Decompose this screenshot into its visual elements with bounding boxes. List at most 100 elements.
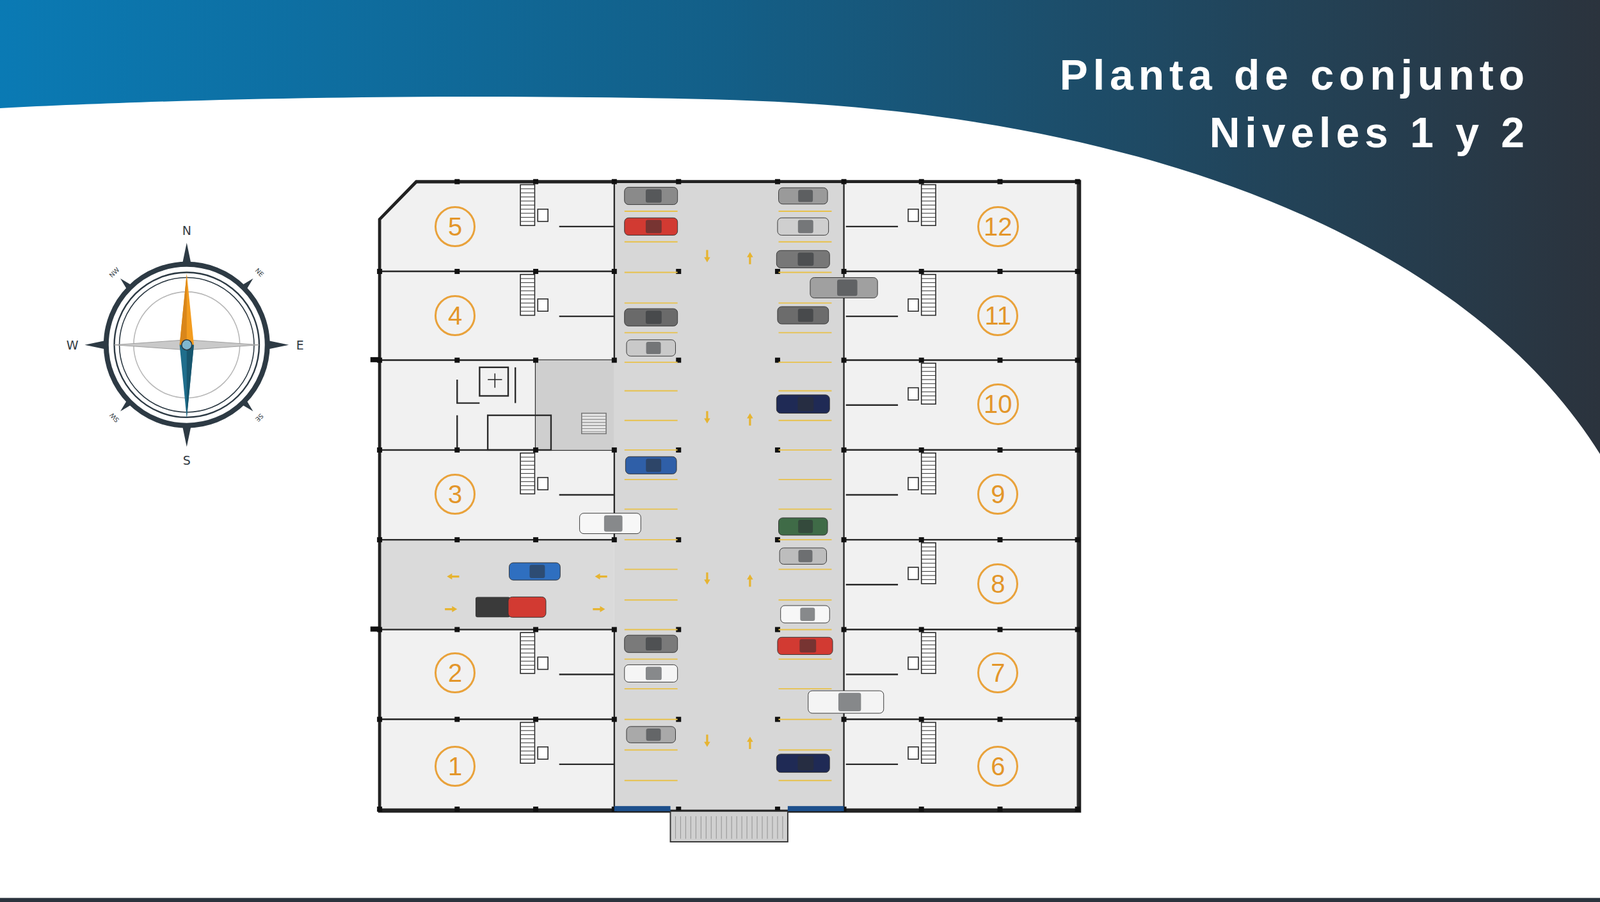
fixture	[487, 378, 502, 381]
stair-step	[761, 816, 763, 839]
stair-step	[921, 567, 936, 568]
traffic-arrow	[444, 606, 457, 613]
unit-number-circle: 11	[977, 295, 1019, 336]
car-window	[645, 636, 662, 651]
stair-step	[705, 816, 707, 839]
column	[376, 268, 383, 274]
stair-step	[520, 472, 535, 474]
stair-step	[520, 311, 535, 312]
stair-step	[520, 298, 535, 299]
parking-line	[778, 508, 832, 510]
stair-step	[520, 306, 535, 308]
stair-step	[520, 204, 535, 206]
stair-step	[921, 754, 936, 756]
car-window	[838, 692, 861, 712]
parking-line	[624, 419, 678, 422]
unit-number-circle: 2	[434, 652, 476, 694]
stair-step	[921, 742, 936, 744]
column	[454, 268, 460, 274]
column	[1075, 179, 1081, 185]
stair-step	[520, 725, 535, 727]
stair-step	[520, 730, 535, 731]
parking-line	[624, 508, 678, 510]
compass-direction: NW	[108, 266, 121, 279]
stair-step	[921, 196, 936, 198]
unit-room	[844, 539, 1078, 630]
parking-line	[778, 568, 832, 570]
wall	[559, 315, 615, 317]
stair-step	[921, 188, 936, 189]
column	[533, 536, 539, 543]
car-window	[798, 549, 813, 562]
stair-step	[921, 570, 936, 572]
restroom	[479, 367, 509, 397]
unit-number: 1	[448, 753, 463, 779]
stair-step	[921, 204, 936, 206]
car	[810, 277, 878, 299]
stair-step	[581, 419, 607, 420]
column	[611, 268, 617, 274]
stair-step	[921, 737, 936, 739]
unit-number: 5	[448, 213, 463, 240]
parking-line	[624, 332, 678, 334]
unit-number: 4	[448, 302, 463, 329]
wall	[456, 415, 458, 450]
stair-step	[921, 725, 936, 727]
parking-line	[778, 749, 832, 751]
column	[611, 536, 617, 543]
car	[624, 186, 678, 205]
parking-line	[778, 210, 832, 212]
car	[624, 634, 678, 653]
compass-ring	[106, 264, 268, 426]
unit-number: 10	[983, 391, 1013, 417]
parking-line	[624, 272, 678, 274]
stair-step	[921, 371, 936, 372]
stair-step	[921, 306, 936, 308]
car	[776, 250, 830, 268]
car-window	[799, 639, 816, 653]
stair-step	[921, 558, 936, 560]
car-window	[645, 219, 662, 233]
parking-line	[624, 390, 678, 392]
unit-room	[844, 719, 1078, 809]
stair-step	[782, 816, 783, 839]
column	[997, 536, 1003, 543]
parking-line	[778, 241, 832, 243]
stair-step	[921, 546, 936, 548]
stair	[520, 453, 535, 495]
column	[841, 447, 847, 453]
compass-needle-south	[186, 344, 194, 419]
car	[626, 726, 676, 744]
column	[997, 268, 1003, 274]
stair-step	[921, 485, 936, 486]
parking-line	[624, 688, 678, 690]
stair-step	[520, 660, 535, 662]
compass-direction: SW	[108, 411, 121, 424]
unit-room	[844, 271, 1078, 361]
parking-line	[624, 241, 678, 243]
column	[675, 179, 681, 185]
stair-step	[921, 469, 936, 470]
car-window	[646, 728, 662, 741]
stair-step	[520, 208, 535, 210]
car-window	[645, 666, 662, 681]
stair-step	[921, 481, 936, 482]
column	[841, 536, 847, 543]
parking-line	[778, 390, 832, 392]
stair-step	[736, 816, 738, 839]
stair-step	[921, 640, 936, 641]
column	[919, 447, 925, 453]
unit-number-circle: 7	[977, 652, 1019, 694]
stair-step	[520, 746, 535, 747]
stair-step	[690, 816, 692, 839]
wall	[456, 379, 480, 404]
stair-step	[581, 416, 607, 417]
car	[624, 664, 678, 682]
unit-number-circle: 5	[434, 206, 476, 248]
stair-step	[520, 192, 535, 194]
column	[919, 357, 925, 363]
car-window	[529, 564, 545, 578]
stair-step	[921, 750, 936, 752]
car-window	[645, 310, 662, 324]
unit-number-circle: 6	[977, 745, 1019, 787]
